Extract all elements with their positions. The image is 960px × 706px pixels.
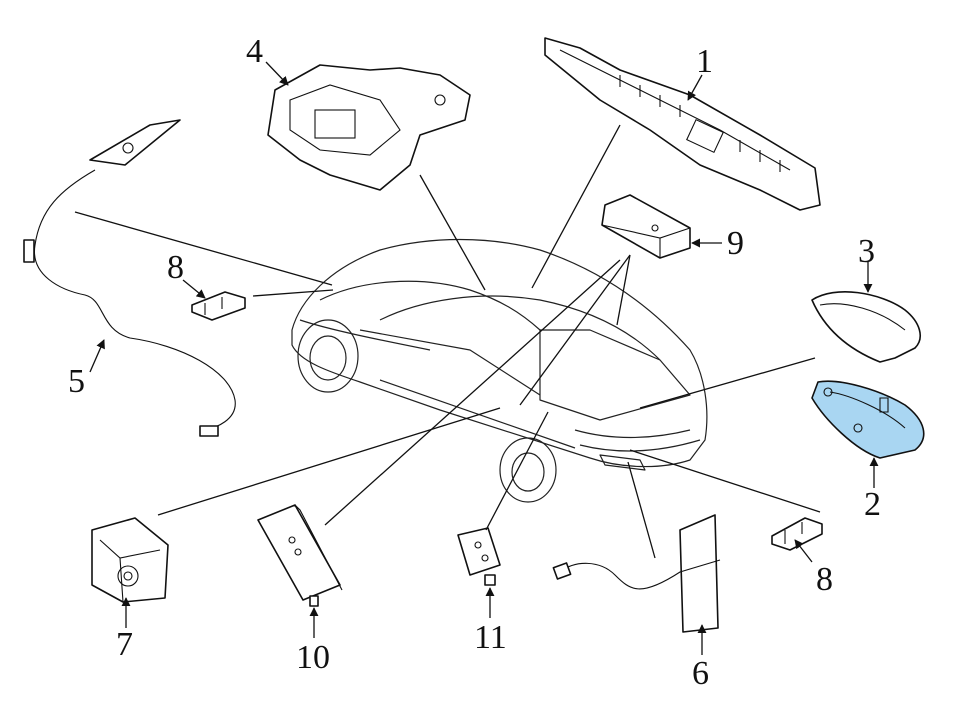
callout-6: 6 <box>692 655 709 692</box>
part-8-left-clip <box>191 291 246 321</box>
callout-11: 11 <box>474 619 507 656</box>
part-3-antenna-cover <box>811 291 921 363</box>
callout-10: 10 <box>296 639 330 676</box>
callout-5: 5 <box>68 363 85 400</box>
part-1-antenna-bracket <box>544 37 821 211</box>
leader-lines <box>74 124 821 559</box>
callout-8-right: 8 <box>816 561 833 598</box>
callout-3: 3 <box>858 233 875 270</box>
part-6-window-antenna <box>552 514 721 633</box>
part-10-receiver <box>257 504 343 607</box>
callout-arrows <box>89 61 879 655</box>
part-5-cable-antenna <box>23 119 236 437</box>
part-7-module <box>91 517 169 603</box>
part-9-antenna-amplifier <box>601 194 691 259</box>
callout-7: 7 <box>116 626 133 663</box>
callout-1: 1 <box>696 43 713 80</box>
callout-8-left: 8 <box>167 249 184 286</box>
part-2-antenna-base-highlighted <box>811 380 925 459</box>
part-11-connector-module <box>457 527 501 586</box>
vehicle-outline <box>291 238 708 503</box>
callout-4: 4 <box>246 33 263 70</box>
callout-9: 9 <box>727 225 744 262</box>
callout-2: 2 <box>864 486 881 523</box>
callout-labels: 1 2 3 4 5 6 7 8 8 9 10 11 <box>68 33 881 692</box>
part-4-mounting-plate <box>267 64 471 191</box>
part-8-right-clip <box>771 517 823 551</box>
